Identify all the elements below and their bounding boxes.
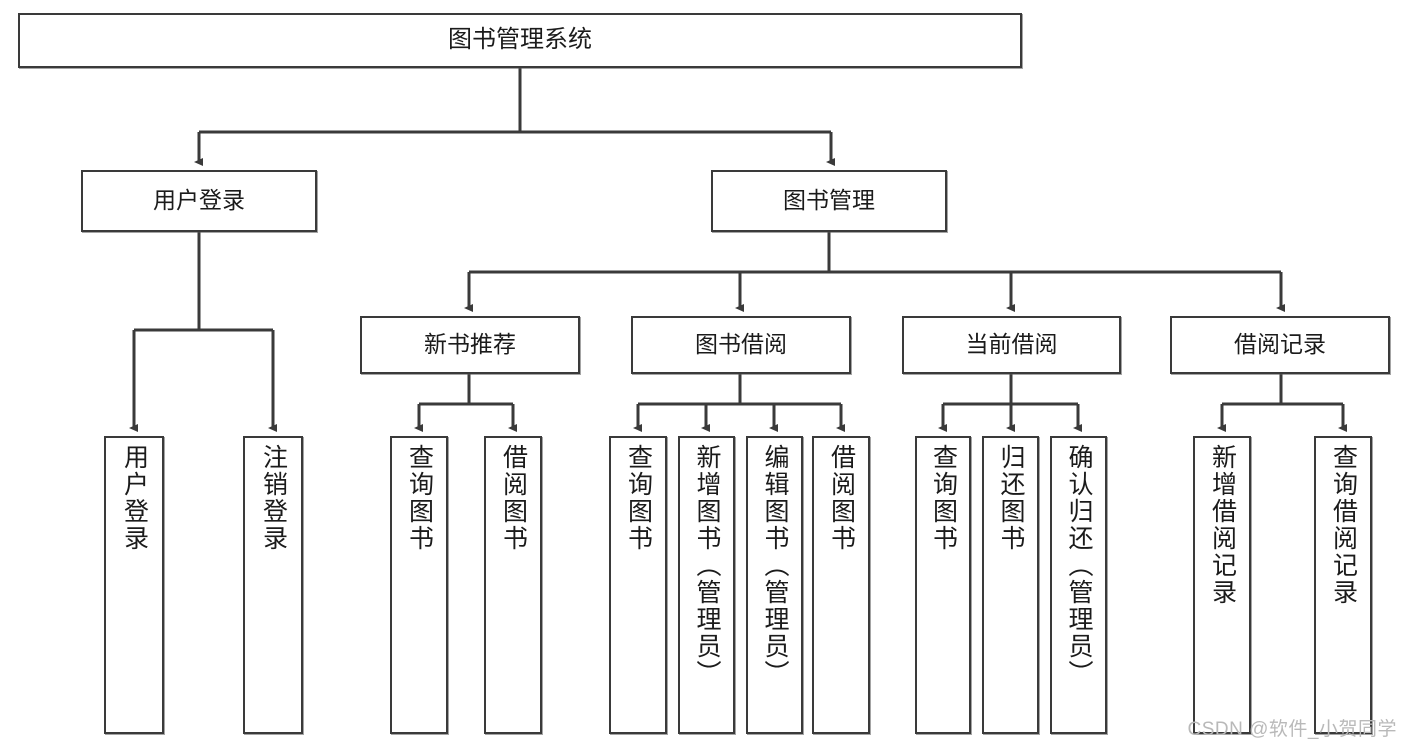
- node-label: 借阅记录: [1234, 331, 1326, 358]
- leaf-borrow-book-2[interactable]: 借阅图书: [812, 436, 870, 734]
- leaf-borrow-book-1[interactable]: 借阅图书: [484, 436, 542, 734]
- node-label: 查询借阅记录: [1329, 444, 1358, 606]
- node-label: 新书推荐: [424, 331, 516, 358]
- node-label: 新增图书（管理员）: [693, 444, 721, 687]
- leaf-return-book[interactable]: 归还图书: [982, 436, 1039, 734]
- leaf-query-book-3[interactable]: 查询图书: [915, 436, 971, 734]
- node-label: 查询图书: [405, 444, 434, 552]
- node-label: 借阅图书: [827, 444, 856, 552]
- node-book-manage[interactable]: 图书管理: [711, 170, 947, 232]
- leaf-add-book[interactable]: 新增图书（管理员）: [678, 436, 735, 734]
- node-label: 用户登录: [120, 444, 149, 552]
- node-new-book-recommend[interactable]: 新书推荐: [360, 316, 580, 374]
- node-label: 图书借阅: [695, 331, 787, 358]
- leaf-edit-book[interactable]: 编辑图书（管理员）: [746, 436, 803, 734]
- node-label: 图书管理系统: [448, 26, 592, 54]
- watermark-text: CSDN @软件_小贺同学: [1187, 719, 1397, 740]
- node-label: 查询图书: [929, 444, 958, 552]
- node-label: 查询图书: [624, 444, 653, 552]
- leaf-add-record[interactable]: 新增借阅记录: [1193, 436, 1251, 734]
- node-borrow-record[interactable]: 借阅记录: [1170, 316, 1390, 374]
- node-label: 归还图书: [997, 444, 1025, 552]
- node-label: 图书管理: [783, 187, 875, 214]
- node-user-login[interactable]: 用户登录: [81, 170, 317, 232]
- leaf-query-book-2[interactable]: 查询图书: [609, 436, 667, 734]
- node-label: 编辑图书（管理员）: [761, 444, 789, 687]
- leaf-query-book-1[interactable]: 查询图书: [390, 436, 448, 734]
- node-label: 确认归还（管理员）: [1065, 444, 1093, 687]
- node-book-borrow[interactable]: 图书借阅: [631, 316, 851, 374]
- node-label: 当前借阅: [965, 331, 1058, 358]
- leaf-confirm-return[interactable]: 确认归还（管理员）: [1050, 436, 1107, 734]
- node-label: 借阅图书: [499, 444, 528, 552]
- node-current-borrow[interactable]: 当前借阅: [902, 316, 1121, 374]
- node-root-book-management-system[interactable]: 图书管理系统: [18, 13, 1022, 68]
- node-label: 注销登录: [259, 444, 288, 552]
- leaf-user-logout[interactable]: 注销登录: [243, 436, 303, 734]
- node-label: 新增借阅记录: [1208, 444, 1237, 606]
- leaf-query-record[interactable]: 查询借阅记录: [1314, 436, 1372, 734]
- node-label: 用户登录: [153, 187, 245, 214]
- leaf-user-login[interactable]: 用户登录: [104, 436, 164, 734]
